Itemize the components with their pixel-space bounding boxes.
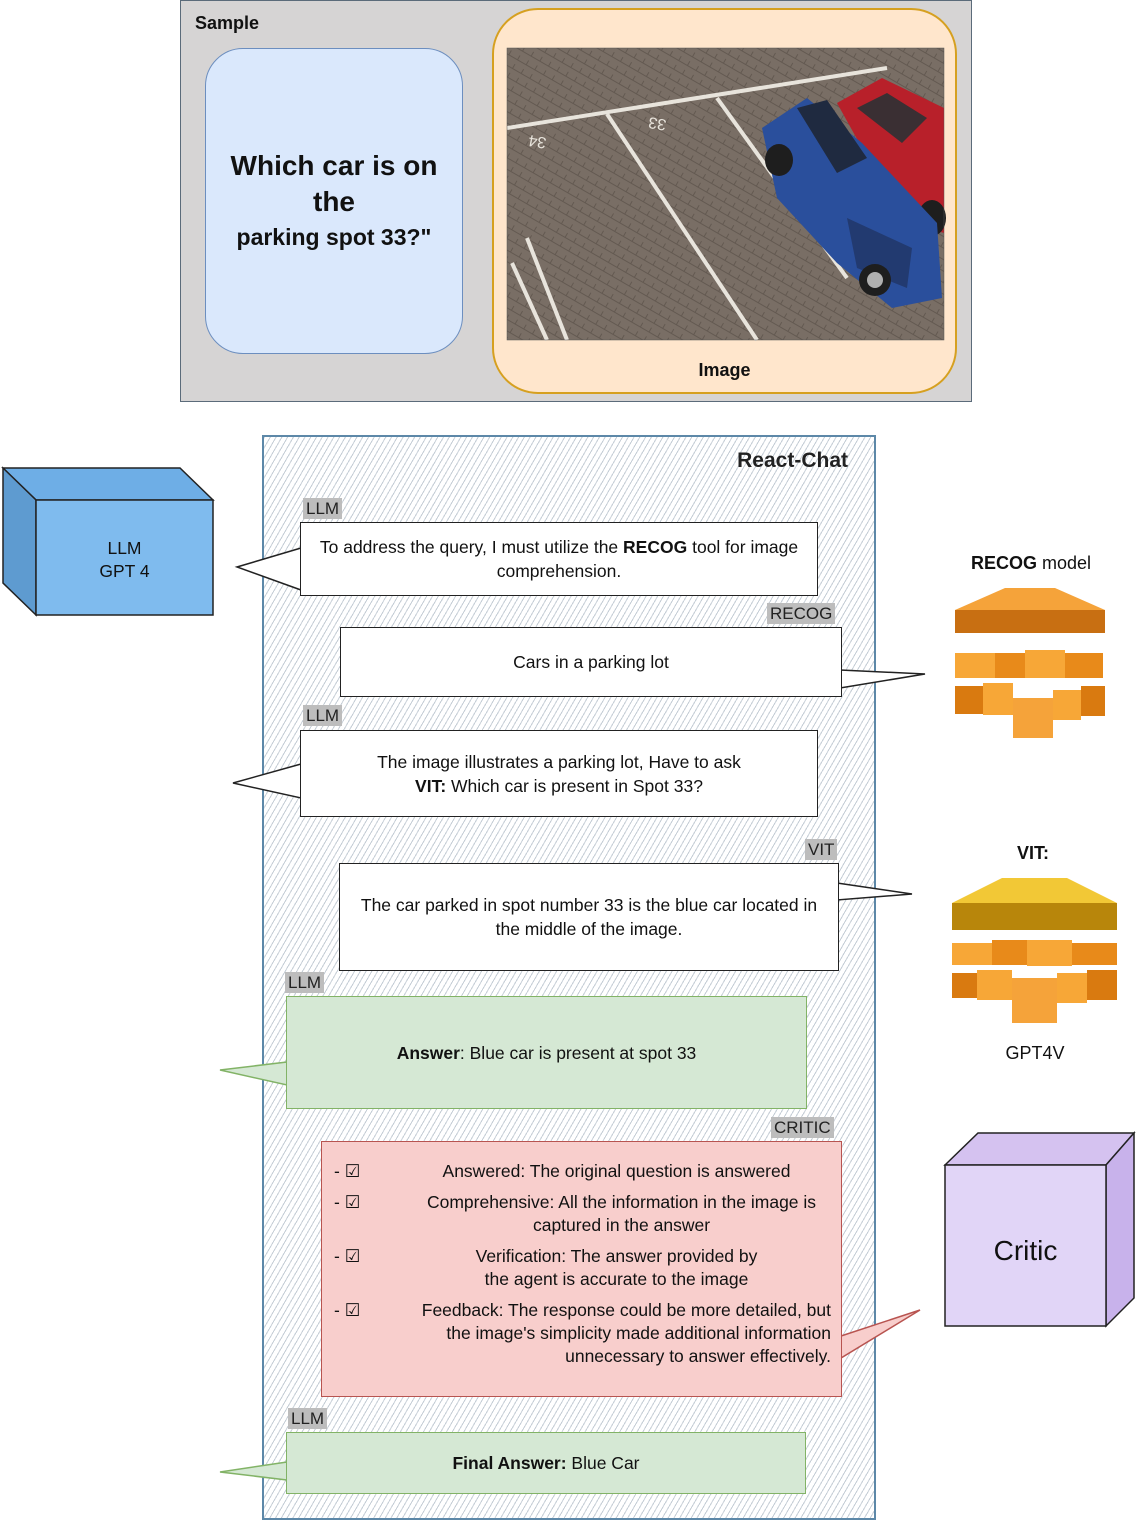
llm-cube-label: LLM GPT 4 xyxy=(36,537,213,583)
message-recog: Cars in a parking lot xyxy=(340,627,842,697)
recog-rest: model xyxy=(1036,553,1092,573)
answer-bold: Answer xyxy=(396,1042,460,1063)
llm-cube xyxy=(1,466,215,617)
critic-item: - ☑ Verification: The answer provided by… xyxy=(332,1245,831,1291)
vit-sub-label: GPT4V xyxy=(1005,1043,1065,1063)
parking-lot-photo: 34 33 xyxy=(506,47,946,342)
svg-text:33: 33 xyxy=(647,113,668,133)
critic-cube xyxy=(943,1131,1136,1328)
tag-llm-1: LLM xyxy=(303,498,343,519)
msg3-line1: The image illustrates a parking lot, Hav… xyxy=(377,751,741,772)
image-box: 34 33 Image xyxy=(492,8,957,394)
message-vit-text: The car parked in spot number 33 is the … xyxy=(360,895,818,939)
recog-bold: RECOG xyxy=(970,553,1037,573)
msg1-bold: RECOG xyxy=(623,537,688,557)
final-post: Blue Car xyxy=(566,1453,640,1473)
critic-item: - ☑ Answered: The original question is a… xyxy=(332,1160,831,1183)
message-vit: The car parked in spot number 33 is the … xyxy=(339,863,839,971)
msg3-post: Which car is present in Spot 33? xyxy=(446,775,703,796)
sample-label: Sample xyxy=(195,13,260,33)
message-final-answer: Final Answer: Blue Car xyxy=(286,1432,806,1494)
critic-item-text: Verification: The answer provided by the… xyxy=(475,1246,758,1289)
message-recog-text: Cars in a parking lot xyxy=(513,652,669,672)
check-icon: - ☑ xyxy=(334,1192,361,1212)
final-bold: Final Answer: xyxy=(452,1453,567,1473)
critic-list: - ☑ Answered: The original question is a… xyxy=(332,1160,831,1376)
svg-text:34: 34 xyxy=(527,131,548,151)
question-box: Which car is on the parking spot 33?" xyxy=(205,48,463,354)
tag-critic: CRITIC xyxy=(771,1117,834,1138)
vit-model-icon xyxy=(952,878,1117,1023)
tag-recog: RECOG xyxy=(767,603,836,624)
recog-model-label: RECOG model xyxy=(946,553,1116,574)
message-llm-1-text: To address the query, I must utilize the… xyxy=(309,535,809,583)
chat-title: React-Chat xyxy=(737,449,848,472)
critic-item: - ☑ Feedback: The response could be more… xyxy=(332,1299,831,1368)
msg3-line2: VIT: Which car is present in Spot 33? xyxy=(415,774,703,798)
message-answer-text: Answer: Blue car is present at spot 33 xyxy=(397,1041,697,1065)
recog-model-icon xyxy=(955,588,1105,738)
critic-box: - ☑ Answered: The original question is a… xyxy=(321,1141,842,1397)
message-llm-2: The image illustrates a parking lot, Hav… xyxy=(300,730,818,817)
question-line1: Which car is on the xyxy=(230,150,438,217)
answer-post: : Blue car is present at spot 33 xyxy=(459,1042,697,1063)
tag-vit: VIT xyxy=(805,839,838,860)
msg1-pre: To address the query, I must utilize the xyxy=(319,537,624,557)
question-line2: parking spot 33?" xyxy=(236,224,432,250)
tag-llm-3: LLM xyxy=(285,972,325,993)
message-llm-1: To address the query, I must utilize the… xyxy=(300,522,818,596)
llm-label-line1: LLM xyxy=(107,538,142,558)
msg1-post: tool for image comprehension. xyxy=(496,537,799,581)
message-answer: Answer: Blue car is present at spot 33 xyxy=(286,996,807,1109)
critic-label: Critic xyxy=(993,1235,1058,1266)
final-answer-text: Final Answer: Blue Car xyxy=(452,1451,639,1475)
tag-llm-2: LLM xyxy=(303,705,343,726)
vit-label: VIT: xyxy=(1016,843,1049,863)
critic-item: - ☑ Comprehensive: All the information i… xyxy=(332,1191,831,1237)
image-caption: Image xyxy=(698,360,751,380)
tag-llm-4: LLM xyxy=(288,1408,328,1429)
check-icon: - ☑ xyxy=(334,1300,361,1320)
critic-item-text: Feedback: The response could be more det… xyxy=(421,1300,831,1366)
critic-item-text: Comprehensive: All the information in th… xyxy=(426,1192,817,1235)
llm-label-line2: GPT 4 xyxy=(99,561,150,581)
check-icon: - ☑ xyxy=(334,1161,361,1181)
check-icon: - ☑ xyxy=(334,1246,361,1266)
critic-item-text: Answered: The original question is answe… xyxy=(442,1161,791,1181)
sample-panel: Sample Which car is on the parking spot … xyxy=(180,0,972,402)
msg3-bold: VIT: xyxy=(415,775,447,796)
